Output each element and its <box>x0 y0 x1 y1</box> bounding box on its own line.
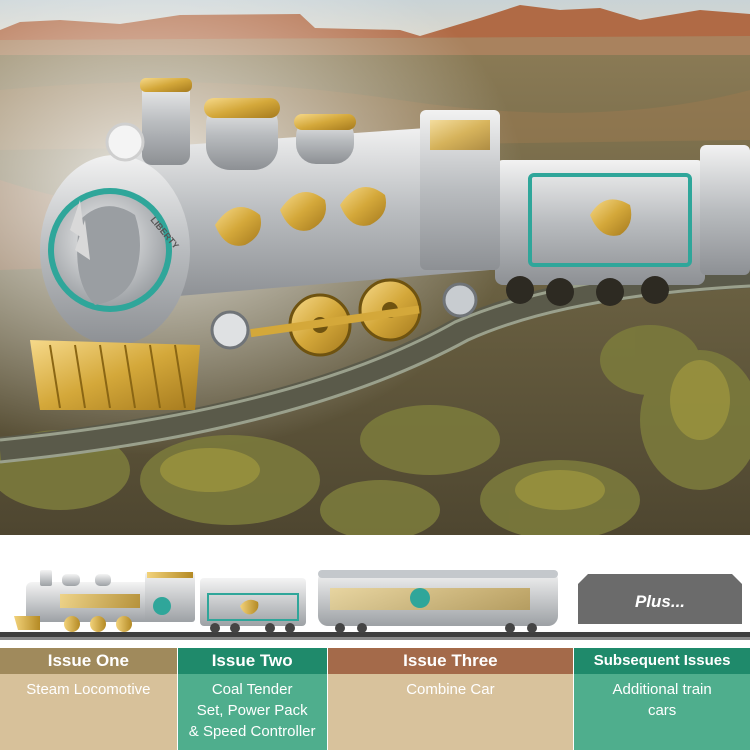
locomotive-thumbnail <box>14 570 195 632</box>
issue-one-line: Steam Locomotive <box>26 681 151 698</box>
issue-two-column: Issue Two Coal Tender Set, Power Pack & … <box>177 648 327 750</box>
issue-one-column: Issue One Steam Locomotive <box>0 648 177 750</box>
subsequent-issues-line: Additional train <box>612 681 712 698</box>
issue-three-title: Issue Three <box>327 648 574 674</box>
hero-image: LIBERTY <box>0 0 750 535</box>
subsequent-issues-line: cars <box>647 702 677 719</box>
issue-two-description: Coal Tender Set, Power Pack & Speed Cont… <box>177 674 327 750</box>
section-divider <box>0 535 750 560</box>
hero-scene: LIBERTY <box>0 0 750 535</box>
combine-car-thumbnail <box>318 570 558 633</box>
train-components-strip: Plus... <box>0 560 750 648</box>
issue-two-line: & Speed Controller <box>188 723 316 740</box>
issue-two-line: Coal Tender <box>211 681 293 698</box>
subsequent-issues-description: Additional train cars <box>574 674 750 750</box>
issue-one-description: Steam Locomotive <box>0 674 177 750</box>
issue-two-line: Set, Power Pack <box>196 702 308 719</box>
issue-three-description: Combine Car <box>327 674 574 750</box>
plus-placeholder-card: Plus... <box>578 574 742 624</box>
issue-three-line: Combine Car <box>406 681 495 698</box>
issue-three-column: Issue Three Combine Car <box>327 648 574 750</box>
subsequent-issues-title: Subsequent Issues <box>574 648 750 674</box>
tender-thumbnail <box>200 578 306 633</box>
plus-label: Plus... <box>635 592 685 611</box>
train-thumbnails: Plus... <box>0 570 750 640</box>
issue-one-title: Issue One <box>0 648 177 674</box>
issue-two-title: Issue Two <box>177 648 327 674</box>
issues-schedule: Issue One Steam Locomotive Issue Two Coa… <box>0 648 750 750</box>
subsequent-issues-column: Subsequent Issues Additional train cars <box>574 648 750 750</box>
